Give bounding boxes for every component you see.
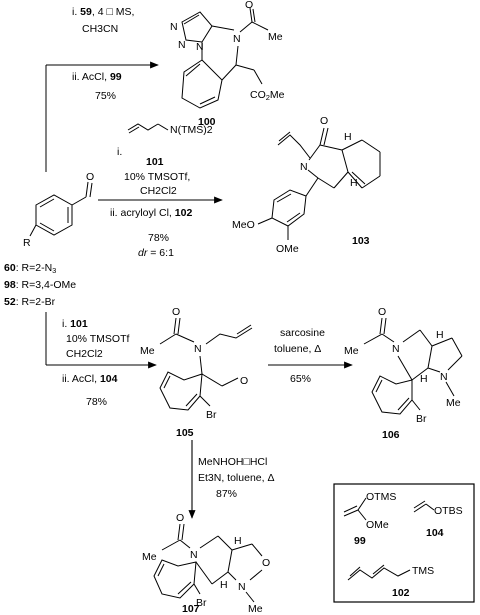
cond-107-line1: MeNHOH□HCl [198,456,267,468]
arrow-to-100 [45,61,159,172]
atom-N: N [170,21,178,33]
atom-O: O [320,115,328,127]
reagent-104-label: 104 [426,527,444,539]
arrow-to-107: MeNHOH□HCl Et3N, toluene, Δ 87% [188,440,274,519]
atom-N: N [194,343,202,355]
atom-O: O [245,0,253,11]
compound-107-structure: O Me N O N Me H H Br 107 [142,512,270,615]
compound-100-label: 100 [198,116,216,128]
starting-material-list: 60: R=2-N3 98: R=3,4-OMe 52: R=2-Br [4,262,76,308]
atom-OMe: OMe [366,519,389,531]
reagent-101-amine: N(TMS)2 [170,124,213,136]
atom-O: O [172,306,180,318]
cond-106-line2: toluene, Δ [274,343,321,355]
atom-N: N [196,41,204,53]
cond-105-yield: 78% [86,396,107,408]
atom-Me: Me [446,397,461,409]
atom-H: H [220,579,228,591]
cond-100-line2: CH3CN [82,23,118,35]
cond-103-solvent: CH2Cl2 [140,185,177,197]
atom-H: H [234,535,242,547]
cond-106-yield: 65% [290,373,311,385]
cond-103-ii: ii. acryloyl Cl, 102 [110,207,192,219]
sm-entry-52: 52: R=2-Br [4,296,56,308]
atom-N: N [300,161,308,173]
cond-103-catalyst: 10% TMSOTf, [124,171,190,183]
atom-N: N [190,549,198,561]
atom-TMS: TMS [412,565,434,577]
atom-H: H [420,373,428,385]
atom-Me: Me [248,603,263,615]
atom-OMe: OMe [276,243,299,255]
r-substituent-label: R [23,237,31,249]
cond-105-line1: i. 101 [62,318,88,330]
compound-107-label: 107 [182,603,200,615]
cond-100-yield: 75% [95,90,116,102]
atom-Me: Me [142,551,157,563]
conditions-to-103: i. N(TMS)2 101 10% TMSOTf, CH2Cl2 ii. ac… [110,123,213,259]
reagent-99-label: 99 [354,535,366,547]
atom-OTBS: OTBS [434,505,463,517]
compound-100-structure: N N N N O Me CO2Me 100 [170,0,285,128]
conditions-to-100: i. 59, 4 □ MS, CH3CN ii. AcCl, 99 75% [72,6,134,102]
atom-Me: Me [344,345,359,357]
atom-MeO: MeO [232,219,255,231]
compound-105-label: 105 [176,427,194,439]
cond-105-line2: 10% TMSOTf [66,333,129,345]
atom-O: O [378,306,386,318]
reagent-101-number: 101 [146,156,164,168]
compound-103-structure: N O H H MeO OMe 103 [232,115,381,255]
atom-Br: Br [196,597,207,609]
cond-103-yield: 78% [148,232,169,244]
compound-103-label: 103 [352,235,370,247]
conditions-to-105: i. 101 10% TMSOTf CH2Cl2 ii. AcCl, 104 7… [62,318,129,408]
atom-OTMS: OTMS [366,491,396,503]
atom-O: O [240,375,248,387]
cond-105-line4: ii. AcCl, 104 [62,373,118,385]
cond-107-yield: 87% [216,488,237,500]
atom-H: H [350,177,358,189]
reagent-102-label: 102 [392,587,410,599]
cond-105-line3: CH2Cl2 [66,348,103,360]
atom-N: N [178,39,186,51]
arrow-to-105 [45,312,157,369]
cond-103-i: i. [117,146,122,158]
aldehyde-oxygen-label: O [86,171,94,183]
atom-N: N [392,343,400,355]
atom-H: H [436,329,444,341]
atom-Br: Br [206,409,217,421]
atom-Br: Br [416,413,427,425]
cond-103-dr: dr = 6:1 [138,247,174,259]
atom-Me: Me [140,345,155,357]
compound-106-label: 106 [382,429,400,441]
reagent-box-frame [333,483,475,603]
cond-100-line1: i. 59, 4 □ MS, [72,6,134,18]
compound-105-structure: O Me N O Br 105 [140,306,253,439]
atom-O: O [176,512,184,524]
sm-entry-98: 98: R=3,4-OMe [4,279,76,291]
allyl-chain [127,123,159,131]
cond-100-line3: ii. AcCl, 99 [72,71,122,83]
atom-N: N [233,33,241,45]
cond-106-line1: sarcosine [280,327,325,339]
reagent-box: OTMS OMe 99 OTBS 104 TMS 102 [333,483,475,603]
atom-H: H [344,131,352,143]
starting-benzaldehyde: O R [23,171,94,249]
atom-N: N [440,371,448,383]
compound-106-structure: O Me N N Me H H Br 106 [344,306,463,441]
arrow-to-106: sarcosine toluene, Δ 65% [268,327,353,385]
cond-107-line2: Et3N, toluene, Δ [198,472,274,484]
atom-N: N [238,581,246,593]
atom-O: O [262,557,270,569]
sm-entry-60: 60: R=2-N3 [4,262,56,275]
atom-CO2Me: CO2Me [250,89,285,102]
atom-Me: Me [268,31,283,43]
